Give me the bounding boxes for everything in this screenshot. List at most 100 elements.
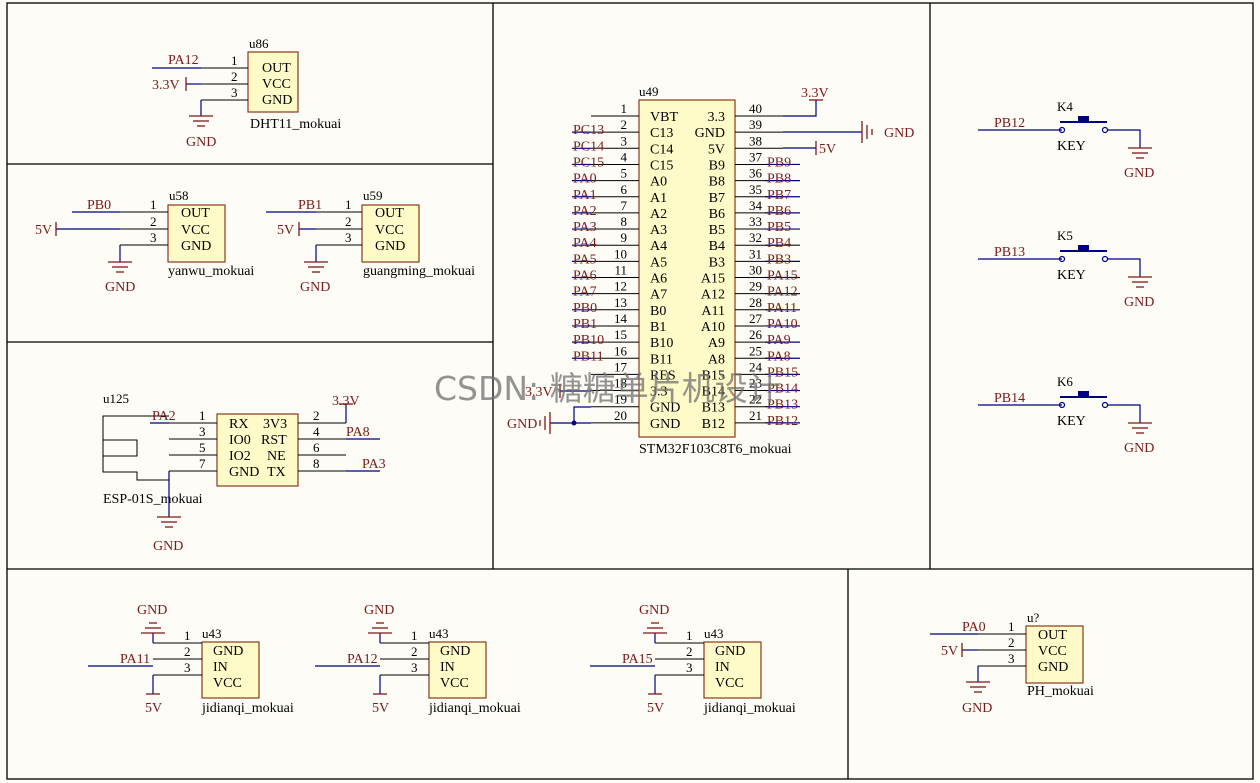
pin-label: A2 bbox=[650, 207, 667, 222]
key-ref: K4 bbox=[1057, 99, 1073, 114]
ground-symbol bbox=[368, 622, 392, 634]
stm32-left-pins: 1VBT2C13PC133C14PC144C15PC155A0PA06A1PA1… bbox=[572, 101, 680, 432]
relay-pin-2: 2IN bbox=[153, 644, 228, 675]
power-label-5v: 5V bbox=[941, 644, 958, 659]
relay-ref: u43 bbox=[704, 626, 724, 641]
key-ref: K5 bbox=[1057, 228, 1073, 243]
pin-label: IN bbox=[213, 660, 228, 675]
power-label-gnd: GND bbox=[1124, 441, 1154, 456]
pin-label: TX bbox=[267, 465, 286, 480]
relay-name: jidianqi_mokuai bbox=[428, 701, 521, 716]
watermark: CSDN: 糖糖单片机设计 bbox=[434, 369, 781, 408]
pin-label: RES bbox=[650, 368, 676, 383]
dht11-pin-2: 2 VCC 3.3V bbox=[152, 69, 291, 93]
pin-label: A10 bbox=[701, 320, 725, 335]
net-label: PB13 bbox=[994, 245, 1025, 260]
dht11-body bbox=[247, 51, 299, 113]
pin-label: A8 bbox=[708, 352, 725, 367]
net-label: PA12 bbox=[347, 652, 378, 667]
power-label-gnd: GND bbox=[105, 280, 135, 295]
pin-label: B8 bbox=[709, 175, 725, 190]
pin-label: A5 bbox=[650, 255, 667, 270]
yanwu-name: yanwu_mokuai bbox=[168, 264, 254, 279]
esp-pin-1: 1 RX PA2 bbox=[150, 408, 248, 432]
button-cap bbox=[1078, 116, 1089, 122]
net-label: PB3 bbox=[767, 252, 791, 267]
net-label: PC14 bbox=[573, 139, 604, 154]
guangming-pin-3: 3 GND GND bbox=[300, 230, 405, 295]
pin-number: 6 bbox=[313, 440, 320, 455]
net-label: PA12 bbox=[168, 53, 199, 68]
pin-number: 4 bbox=[621, 149, 628, 164]
ground-symbol bbox=[643, 622, 667, 634]
ph-ref: u? bbox=[1027, 610, 1040, 625]
power-label-5v: 5V bbox=[819, 142, 836, 157]
pin-number: 19 bbox=[614, 392, 627, 407]
pin-number: 39 bbox=[749, 117, 762, 132]
power-label-gnd: GND bbox=[962, 701, 992, 716]
pin-number: 1 bbox=[686, 628, 693, 643]
net-label: PB0 bbox=[87, 198, 111, 213]
net-label: PA7 bbox=[573, 285, 597, 300]
stm32-module: u49 STM32F103C8T6_mokuai 1VBT2C13PC133C1… bbox=[507, 84, 914, 457]
power-label-5v: 5V bbox=[372, 701, 389, 716]
pin-label: GND bbox=[695, 126, 725, 141]
pin-number: 3 bbox=[150, 230, 157, 245]
net-label: PA6 bbox=[573, 269, 597, 284]
power-label-3v3: 3.3V bbox=[801, 86, 829, 101]
pin-number: 27 bbox=[749, 311, 763, 326]
pin-label: VBT bbox=[650, 110, 678, 125]
pin-label: B6 bbox=[709, 207, 725, 222]
pin-label: RST bbox=[261, 433, 287, 448]
net-label: PB1 bbox=[573, 317, 597, 332]
power-label-gnd: GND bbox=[1124, 295, 1154, 310]
esp-pin-8: 8 TX PA3 bbox=[267, 456, 386, 480]
net-label: PB12 bbox=[767, 414, 798, 429]
pin-label: A4 bbox=[650, 239, 667, 254]
pin-number: 1 bbox=[199, 408, 206, 423]
pin-label: B13 bbox=[702, 401, 725, 416]
ground-symbol bbox=[108, 261, 132, 273]
power-label-3v3: 3.3V bbox=[152, 78, 180, 93]
pin-label: IN bbox=[715, 660, 730, 675]
pin-number: 5 bbox=[199, 440, 206, 455]
power-label-5v: 5V bbox=[277, 223, 294, 238]
pin-label: GND bbox=[650, 417, 680, 432]
pin-label: B12 bbox=[702, 417, 725, 432]
pin-label: GND bbox=[262, 93, 292, 108]
ph-module: u? PH_mokuai 1 OUT PA0 2 VCC 5V 3 GND GN… bbox=[930, 610, 1094, 716]
guangming-name: guangming_mokuai bbox=[363, 264, 475, 279]
pin-label: A7 bbox=[650, 288, 667, 303]
pin-number: 2 bbox=[184, 644, 191, 659]
pin-number: 8 bbox=[621, 214, 628, 229]
pin-number: 17 bbox=[614, 359, 628, 374]
antenna-trace bbox=[102, 415, 169, 481]
pin-label: GND bbox=[375, 239, 405, 254]
net-label: PA2 bbox=[152, 409, 176, 424]
pin-number: 3 bbox=[184, 660, 191, 675]
net-label: PA4 bbox=[573, 236, 597, 251]
pin-label: A3 bbox=[650, 223, 667, 238]
section-frames bbox=[6, 2, 1254, 780]
pin-number: 26 bbox=[749, 327, 763, 342]
pin-label: C13 bbox=[650, 126, 673, 141]
ground-symbol bbox=[966, 681, 990, 693]
pin-label: B5 bbox=[709, 223, 725, 238]
